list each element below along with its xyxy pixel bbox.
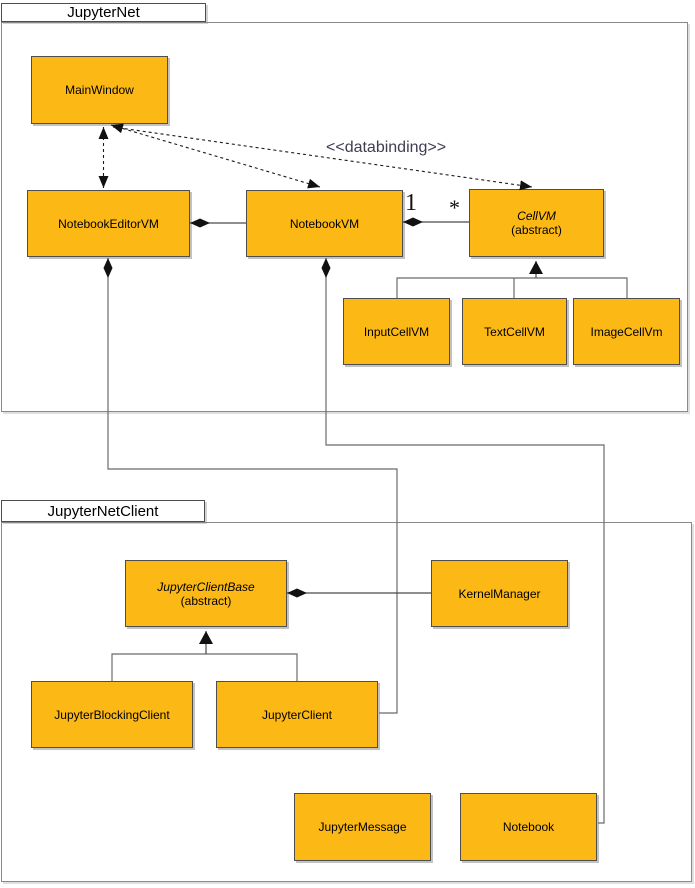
package-title-jupyternet: JupyterNet [67,4,140,21]
class-name: KernelManager [458,586,541,601]
class-name: Notebook [502,820,555,834]
package-title-jupyternetclient: JupyterNetClient [47,502,159,520]
class-mainwindow[interactable]: MainWindow [31,56,168,124]
class-name: TextCellVM [484,324,545,339]
class-jupytermessage[interactable]: JupyterMessage [294,793,431,861]
abstract-note: (abstract) [180,593,232,608]
class-notebookeditorvm[interactable]: NotebookEditorVM [27,190,190,257]
class-name: NotebookVM [289,216,360,231]
class-name: CellVM [517,209,556,223]
class-notebookvm[interactable]: NotebookVM [246,190,403,257]
class-jupyterblockingclient[interactable]: JupyterBlockingClient [31,681,193,748]
multiplicity-many-label: * [449,195,460,220]
class-name: MainWindow [65,83,134,97]
class-name: JupyterMessage [318,820,407,834]
class-notebook[interactable]: Notebook [460,793,597,861]
class-cellvm[interactable]: CellVM (abstract) [469,189,604,257]
class-imagecellvm[interactable]: ImageCellVm [573,298,680,365]
package-tab-jupyternet[interactable]: JupyterNet [1,3,206,22]
class-textcellvm[interactable]: TextCellVM [462,298,567,365]
class-name: NotebookEditorVM [58,216,159,231]
multiplicity-one-label: 1 [405,190,417,216]
package-tab-jupyternetclient[interactable]: JupyterNetClient [1,500,205,522]
class-name: JupyterClient [261,707,333,722]
abstract-note: (abstract) [511,223,562,237]
class-kernelmanager[interactable]: KernelManager [431,560,568,627]
class-inputcellvm[interactable]: InputCellVM [343,298,450,365]
stereotype-label-databinding: <<databinding>> [326,139,447,156]
class-name: InputCellVM [363,324,430,339]
class-name: JupyterBlockingClient [54,707,170,722]
class-jupyterclient[interactable]: JupyterClient [216,681,378,748]
class-jupyterclientbase[interactable]: JupyterClientBase (abstract) [125,560,287,627]
class-name: JupyterClientBase [157,579,255,594]
class-name: ImageCellVm [590,324,663,339]
